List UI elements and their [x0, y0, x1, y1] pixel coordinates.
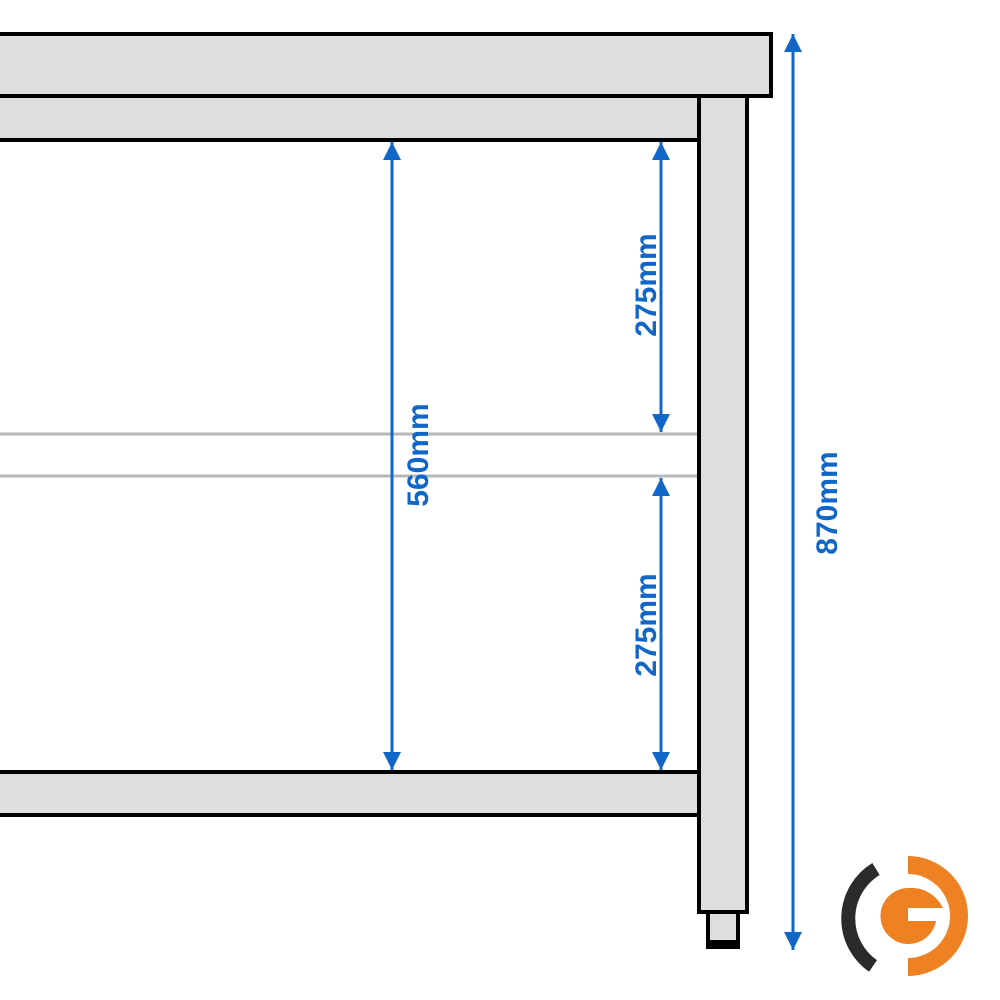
bottom-shelf [0, 770, 701, 817]
leg [697, 94, 749, 914]
foot-base [706, 940, 740, 948]
lower-compartment-label: 275mm [630, 573, 663, 676]
upper-compartment-label: 275mm [630, 233, 663, 336]
table-top [0, 32, 773, 98]
total-height-label: 870mm [811, 451, 844, 554]
inner-height-label: 560mm [402, 403, 435, 506]
apron [0, 94, 701, 142]
brand-g-logo-icon [841, 856, 968, 976]
